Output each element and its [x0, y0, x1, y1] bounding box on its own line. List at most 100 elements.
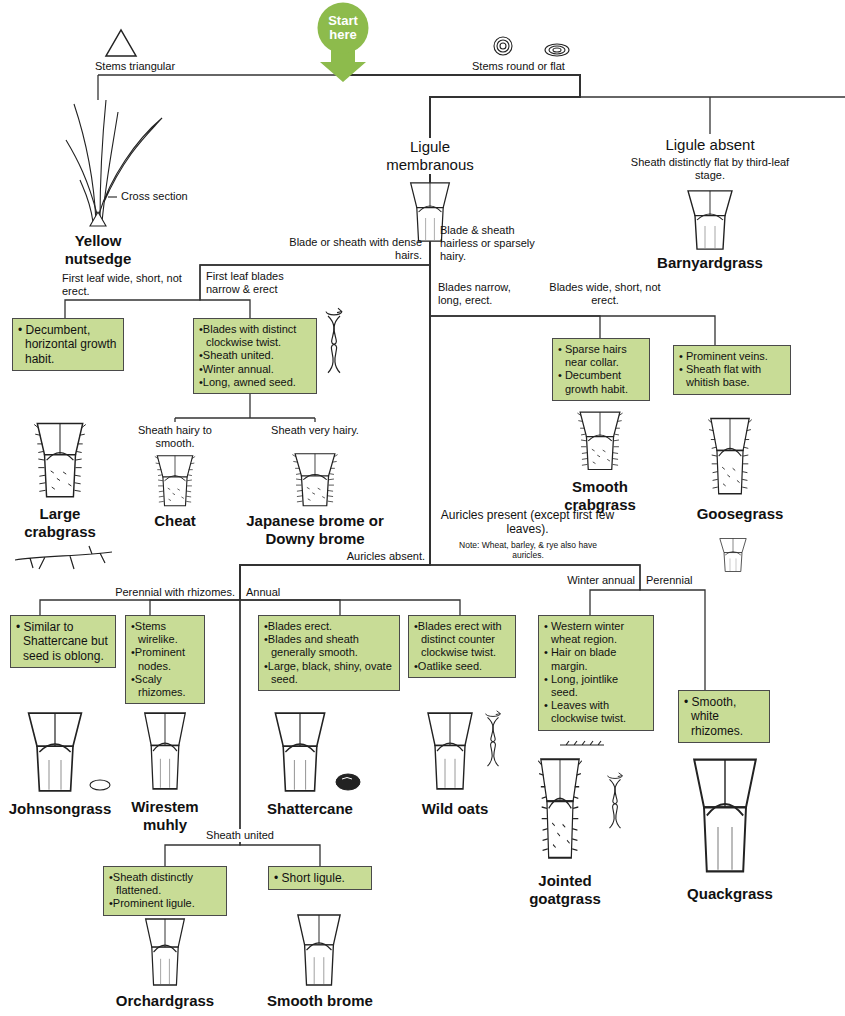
branch-label: Perennial [646, 574, 706, 587]
feature-text: • Sheath flat with whitish base. [679, 363, 785, 389]
species-name: Cheat [135, 512, 215, 530]
branch-line [240, 54, 580, 866]
branch-label: Cross section [121, 190, 201, 203]
branch-label: First leaf blades narrow & erect [206, 270, 302, 296]
branch-line [343, 54, 640, 615]
ligule-drawing [708, 419, 752, 494]
branch-line [200, 54, 580, 318]
leaf [80, 180, 93, 222]
feature-box: • Similar to Shattercane but seed is obl… [10, 615, 116, 668]
feature-box: • Western winter wheat region.• Hair on … [538, 615, 654, 731]
feature-text: • Decumbent growth habit. [558, 369, 644, 395]
feature-text: • Prominent veins. [679, 350, 785, 363]
branch-label: Blade & sheath hairless or sparsely hair… [440, 224, 545, 264]
ligule-drawing [538, 759, 582, 857]
leaf [66, 140, 97, 214]
branch-label: Auricles absent. [330, 550, 425, 563]
start-circle-fill [318, 3, 369, 54]
branch-label: Winter annual [555, 574, 635, 587]
feature-box: •Blades erect with distinct counter cloc… [408, 615, 516, 678]
branch-label: Auricles present (except first few leave… [440, 508, 615, 537]
feature-text: •Scaly rhizomes. [131, 673, 199, 699]
ring [497, 40, 509, 52]
ligule-drawing [275, 713, 324, 791]
round-stem-icon [494, 37, 512, 55]
feature-box: • Smooth, white rhizomes. [678, 690, 770, 743]
branch-label: Sheath united [195, 829, 285, 842]
branch-label: Stems round or flat [472, 60, 602, 73]
branch-line [343, 54, 705, 690]
feature-text: • Short ligule. [274, 871, 366, 885]
start-text: Start here [321, 14, 365, 41]
branch-label: Blades wide, short, not erect. [540, 281, 670, 307]
feature-text: •Long, awned seed. [199, 376, 311, 389]
branch-label: Perennial with rhizomes. [95, 586, 235, 599]
feature-text: • Sparse hairs near collar. [558, 343, 644, 369]
species-name: Large crabgrass [10, 505, 110, 541]
feature-box: • Prominent veins.• Sheath flat with whi… [673, 345, 791, 395]
feature-box: • Sparse hairs near collar.• Decumbent g… [552, 338, 650, 401]
feature-text: • Decumbent, horizontal growth habit. [18, 323, 118, 366]
branch-label: Ligule membranous [378, 138, 482, 174]
species-name: Johnsongrass [5, 800, 115, 818]
feature-text: •Sheath united. [199, 349, 311, 362]
nutsedge-drawing [66, 100, 162, 226]
feature-box: • Short ligule. [268, 866, 372, 890]
feature-text: • Hair on blade margin. [544, 646, 648, 672]
branch-label: Ligule absent [630, 136, 790, 154]
seed-drawing [90, 780, 110, 790]
feature-text: •Sheath distinctly flattened. [109, 871, 221, 897]
feature-box: •Blades erect.•Blades and sheath general… [258, 615, 400, 691]
branch-label: Note: Wheat, barley, & rye also have aur… [448, 540, 608, 560]
feature-box: •Sheath distinctly flattened.•Prominent … [103, 866, 227, 916]
tree-lines [98, 75, 845, 422]
ligule-drawing [688, 191, 732, 249]
species-name: Shattercane [255, 800, 365, 818]
species-name: Jointed goatgrass [515, 872, 615, 908]
feature-text: • Long, jointlike seed. [544, 673, 648, 699]
ring [494, 37, 512, 55]
branch-line [165, 54, 580, 866]
tree-line [175, 418, 315, 422]
ring [553, 48, 561, 52]
branch-label: Blades narrow, long, erect. [438, 281, 533, 307]
leaf [102, 112, 118, 222]
species-name: Goosegrass [680, 505, 800, 523]
ring [549, 46, 565, 54]
branch-label: Stems triangular [95, 60, 205, 73]
flat-stem-icon [545, 44, 569, 56]
feature-box: •Stems wirelike.•Prominent nodes.•Scaly … [125, 615, 205, 704]
branch-label: Sheath very hairy. [265, 424, 365, 437]
tree-line [709, 97, 710, 134]
feature-text: •Large, black, shiny, ovate seed. [264, 660, 394, 686]
species-name: Wild oats [405, 800, 505, 818]
tree-line [98, 74, 343, 75]
ring [545, 44, 569, 56]
species-name: Yellow nutsedge [58, 232, 138, 268]
branch-label: Annual [246, 586, 306, 599]
twist-drawing [608, 773, 623, 828]
stem-cross-section [90, 212, 106, 226]
feature-text: • Smooth, white rhizomes. [684, 695, 764, 738]
ligule-drawing [29, 713, 82, 791]
seed-drawing [560, 741, 604, 745]
feature-text: •Blades erect. [264, 620, 394, 633]
twist-drawing [326, 308, 342, 373]
species-name: Quackgrass [675, 885, 785, 903]
feature-box: •Blades with distinct clockwise twist.•S… [193, 318, 317, 394]
ligule-drawing [34, 423, 86, 496]
seed-shine [342, 778, 352, 780]
feature-text: •Stems wirelike. [131, 620, 199, 646]
start-arrow [320, 50, 366, 82]
feature-box: • Decumbent, horizontal growth habit. [12, 318, 124, 371]
twist-drawing [486, 711, 501, 766]
species-name: Barnyardgrass [650, 254, 770, 272]
tree-line [97, 75, 98, 100]
feature-text: •Oatlike seed. [414, 660, 510, 673]
feature-text: •Winter annual. [199, 363, 311, 376]
species-name: Orchardgrass [105, 992, 225, 1010]
ligule-drawing [298, 915, 340, 985]
branch-label: Sheath distinctly flat by third-leaf sta… [625, 156, 795, 182]
feature-text: • Western winter wheat region. [544, 620, 648, 646]
